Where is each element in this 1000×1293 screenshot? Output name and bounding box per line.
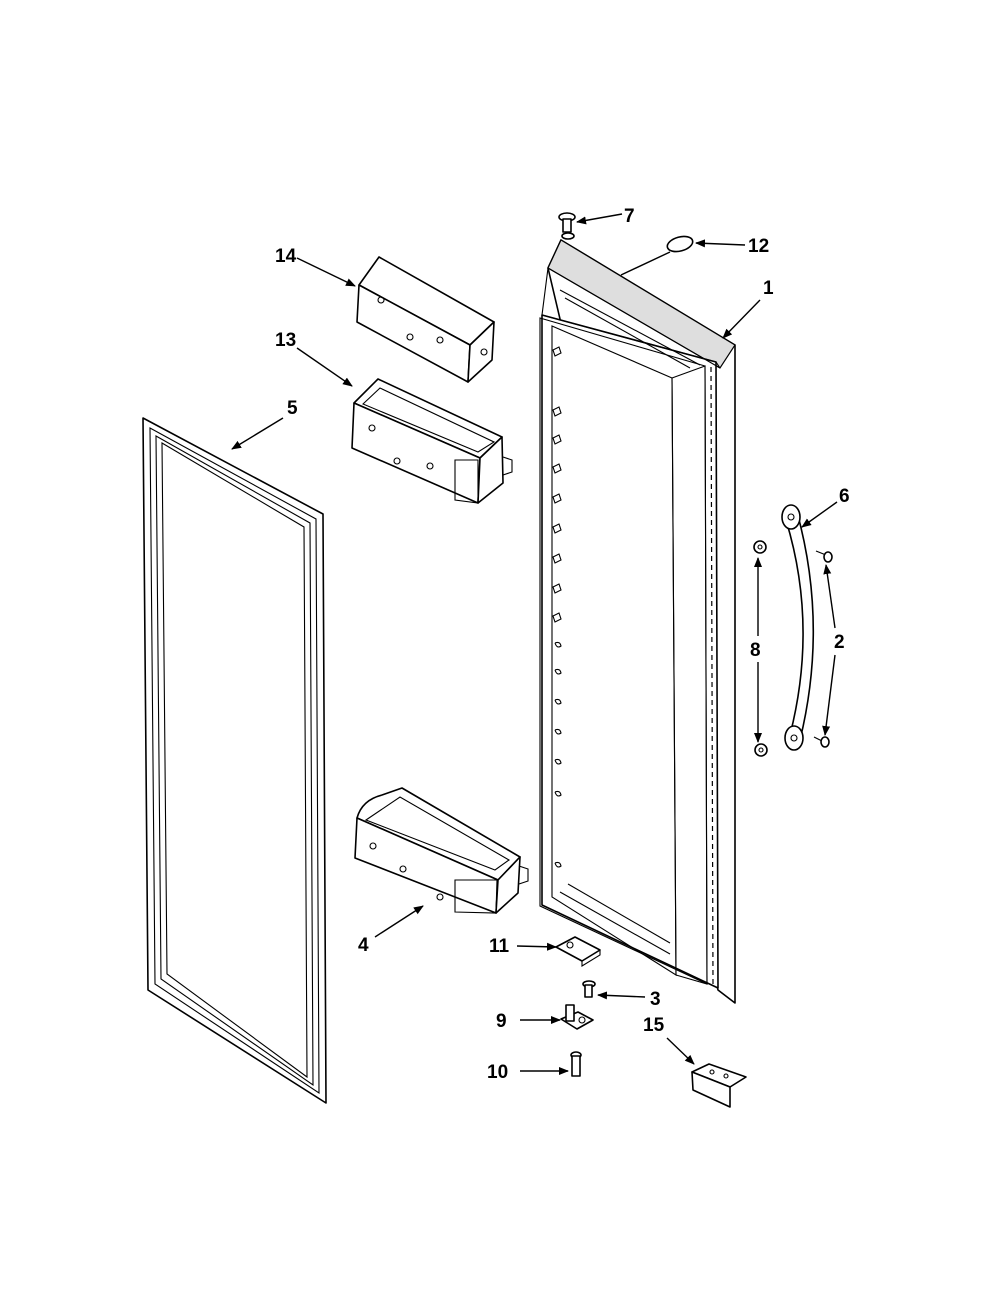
handle-screw-upper bbox=[815, 550, 833, 563]
middle-door-bin bbox=[351, 378, 513, 504]
door-assembly bbox=[539, 239, 736, 1004]
callout-10: 10 bbox=[487, 1062, 508, 1083]
callout-5: 5 bbox=[287, 398, 298, 419]
handle-screw-lower bbox=[813, 736, 830, 748]
handle-nut-lower bbox=[754, 743, 768, 757]
callout-7: 7 bbox=[624, 206, 635, 227]
callout-1: 1 bbox=[763, 278, 774, 299]
callout-11: 11 bbox=[489, 936, 510, 957]
callout-labels: 7 12 1 14 13 5 6 8 2 4 11 3 9 15 10 bbox=[275, 206, 850, 1083]
callout-4: 4 bbox=[358, 935, 369, 956]
upper-door-bin bbox=[356, 256, 495, 383]
callout-14: 14 bbox=[275, 246, 297, 267]
hinge-screw bbox=[582, 980, 596, 998]
callout-12: 12 bbox=[748, 236, 769, 257]
callout-13: 13 bbox=[275, 330, 296, 351]
callout-8: 8 bbox=[750, 640, 761, 661]
lower-hinge-bracket bbox=[555, 936, 601, 967]
callout-2: 2 bbox=[834, 632, 845, 653]
door-gasket bbox=[142, 417, 327, 1104]
callout-15: 15 bbox=[643, 1015, 665, 1036]
door-handle bbox=[781, 504, 815, 751]
callout-3: 3 bbox=[650, 989, 661, 1010]
hinge-bolt bbox=[570, 1051, 582, 1077]
plug-button bbox=[666, 235, 694, 253]
handle-nut-upper bbox=[753, 540, 767, 554]
hinge-cover bbox=[691, 1063, 747, 1108]
callout-9: 9 bbox=[496, 1011, 507, 1032]
top-hinge-pin bbox=[558, 212, 576, 240]
callout-6: 6 bbox=[839, 486, 850, 507]
leader-lines bbox=[231, 213, 838, 1075]
lower-door-bin bbox=[354, 787, 529, 914]
hinge bbox=[560, 1004, 594, 1030]
